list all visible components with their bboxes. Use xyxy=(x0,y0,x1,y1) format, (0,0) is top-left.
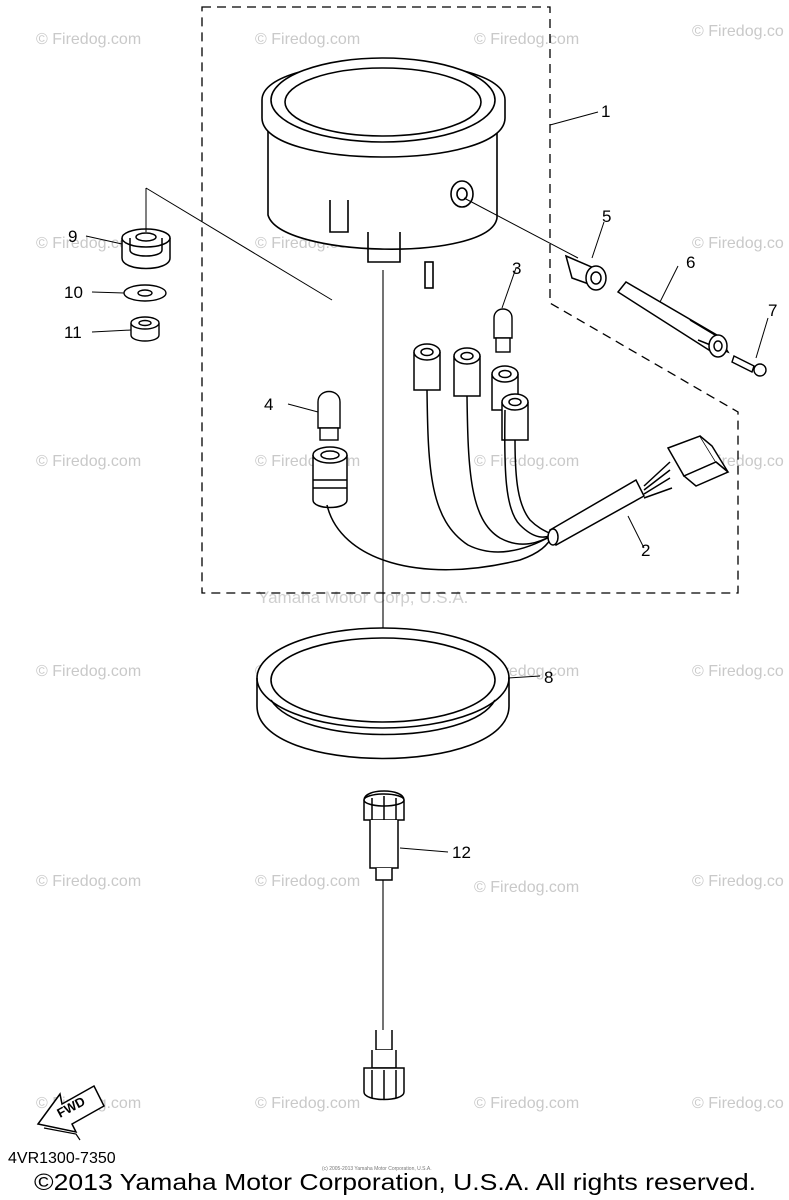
watermark: © Firedog.com xyxy=(36,235,141,252)
watermark: © Firedog.co xyxy=(692,235,784,252)
watermark: © Firedog.com xyxy=(36,663,141,680)
washer xyxy=(123,284,167,302)
diagram-code: 4VR1300-7350 xyxy=(8,1150,116,1167)
watermark: © Firedog.com xyxy=(255,873,360,890)
callout-11: 11 xyxy=(64,323,82,342)
callout-12: 12 xyxy=(452,843,471,862)
assembly-boundary xyxy=(201,6,739,594)
callout-6: 6 xyxy=(686,253,695,272)
callout-9: 9 xyxy=(68,227,77,246)
callout-4: 4 xyxy=(264,395,273,414)
bulb-socket-5 xyxy=(564,254,607,291)
rubber-tube xyxy=(616,281,730,358)
callout-3: 3 xyxy=(512,259,521,278)
callout-10: 10 xyxy=(64,283,83,302)
watermark: © Firedog.com xyxy=(36,31,141,48)
watermark: © Firedog.co xyxy=(692,663,784,680)
fwd-arrow: FWD xyxy=(36,1084,105,1141)
screw xyxy=(731,355,767,377)
bulb-4 xyxy=(317,390,341,441)
watermark: © Firedog.com xyxy=(474,453,579,470)
speedometer-cable xyxy=(363,790,405,1101)
leader-line xyxy=(145,187,333,301)
gasket-ring xyxy=(256,627,510,760)
grommet xyxy=(121,228,171,270)
watermark: © Firedog.co xyxy=(692,23,784,40)
watermark: © Firedog.com xyxy=(36,873,141,890)
watermark: © Firedog.com xyxy=(474,1095,579,1112)
nut xyxy=(130,316,160,342)
tiny-copyright: (c) 2005-2013 Yamaha Motor Corporation, … xyxy=(322,1166,432,1172)
callout-1: 1 xyxy=(601,102,610,121)
harness-sockets xyxy=(413,343,529,441)
callout-7: 7 xyxy=(768,301,777,320)
watermark: © Firedog.co xyxy=(692,873,784,890)
callout-5: 5 xyxy=(602,207,611,226)
watermark: © Firedog.com xyxy=(474,31,579,48)
watermark-corp: Yamaha Motor Corp, U.S.A. xyxy=(258,588,468,607)
bulb-3 xyxy=(493,308,513,353)
watermark: © Firedog.com xyxy=(255,31,360,48)
wires xyxy=(326,389,673,571)
connector xyxy=(666,435,730,487)
watermark: © Firedog.com xyxy=(474,879,579,896)
harness-sleeve xyxy=(547,478,645,547)
callout-leaders xyxy=(85,111,769,853)
leader-line xyxy=(463,197,579,259)
copyright-notice: ©2013 Yamaha Motor Corporation, U.S.A. A… xyxy=(34,1169,756,1195)
socket-4 xyxy=(312,446,348,509)
watermark: © Firedog.com xyxy=(255,1095,360,1112)
callout-8: 8 xyxy=(544,668,553,687)
meter-housing xyxy=(261,57,506,289)
watermark: © Firedog.com xyxy=(36,453,141,470)
callout-labels: 1 2 3 4 5 6 7 8 9 10 11 12 xyxy=(64,102,777,862)
callout-2: 2 xyxy=(641,541,650,560)
watermark: © Firedog.co xyxy=(692,1095,784,1112)
